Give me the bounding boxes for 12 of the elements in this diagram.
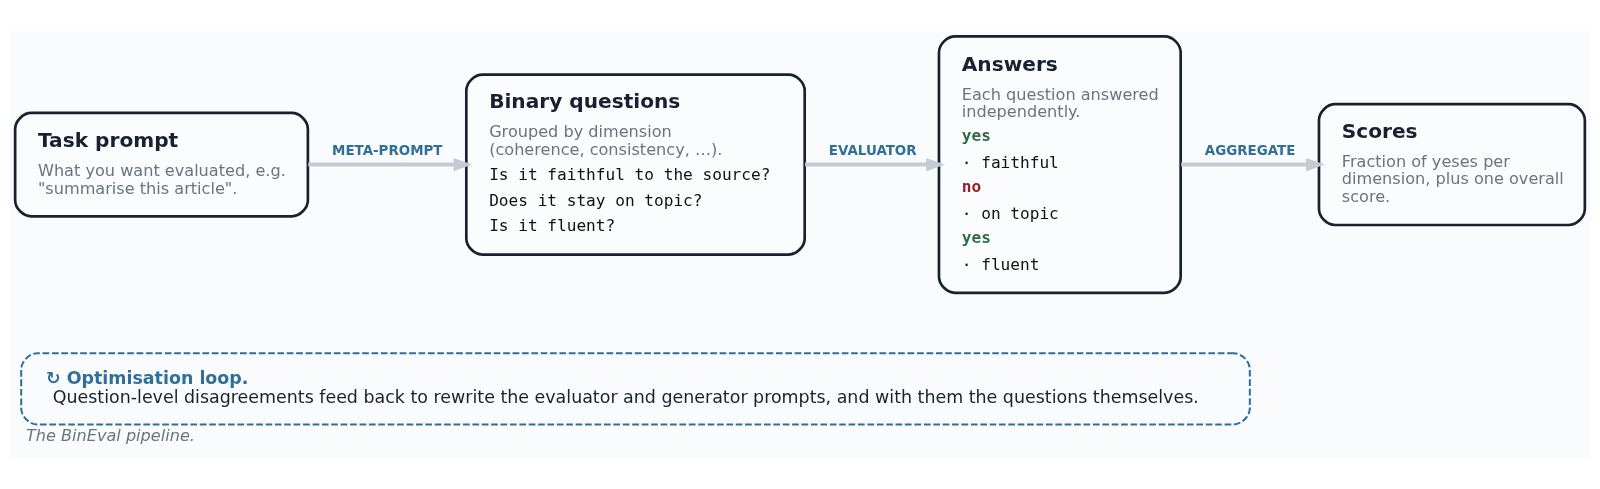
arrow [805, 158, 945, 172]
node-box: Scores Fraction of yeses per dimension, plus one overall score. [1317, 102, 1587, 227]
node-box: Binary questions Grouped by dimension (coherence, consistency, …). Is it faithful to the source? Does it stay on topic? Is it fluent? [464, 73, 807, 256]
node-box: Task prompt What you want evaluated, e.g. "summarise this article". [13, 111, 310, 218]
arrow [1181, 158, 1325, 172]
node-box: Answers Each question answered independently. yes · faithful no · on topic yes · fluent [937, 35, 1182, 295]
caption: The BinEval pipeline. [25, 426, 195, 446]
arrow [308, 158, 473, 172]
edge-label: AGGREGATE [1204, 143, 1296, 159]
edge-label: META-PROMPT [332, 143, 443, 159]
node-box: ↻ Optimisation loop. Question-level disagreements feed back to rewrite the evaluator and generator prompts, and with them the questions themselves. [20, 352, 1251, 426]
edge-label: EVALUATOR [828, 143, 917, 159]
